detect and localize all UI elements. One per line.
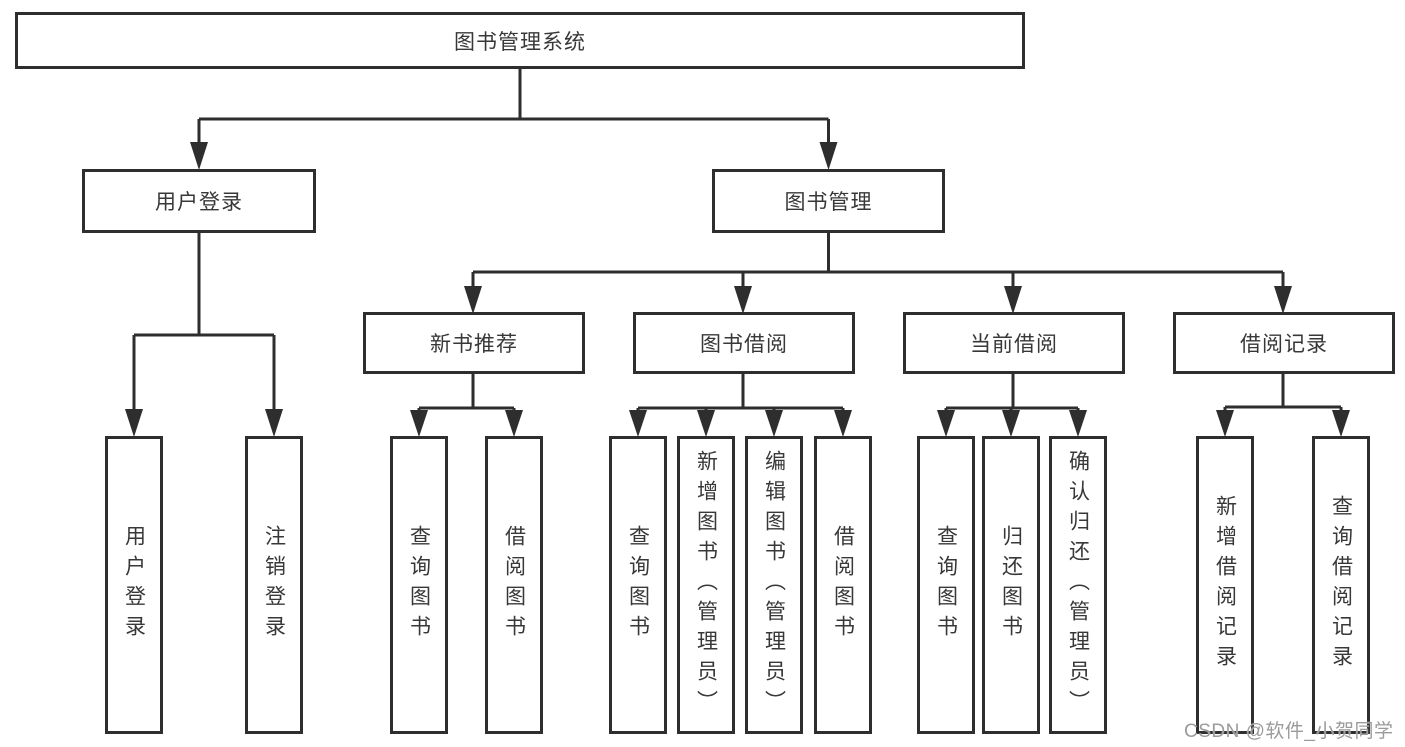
leaf-borrow-books-recommend: 借阅图书 xyxy=(485,436,543,734)
node-borrowing-records: 借阅记录 xyxy=(1173,312,1395,374)
node-book-management-label: 图书管理 xyxy=(784,191,873,214)
node-book-borrowing-label: 图书借阅 xyxy=(700,333,788,356)
leaf-query-books-borrow-label: 查询图书 xyxy=(626,525,650,645)
leaf-borrow-books: 借阅图书 xyxy=(814,436,872,734)
connector-current-borrow-children xyxy=(937,374,1087,437)
leaf-add-books-admin-label: 新增图书（管理员） xyxy=(694,450,718,720)
leaf-borrow-books-recommend-label: 借阅图书 xyxy=(502,525,526,645)
node-book-borrowing: 图书借阅 xyxy=(633,312,855,374)
node-book-management: 图书管理 xyxy=(712,169,945,233)
leaf-query-books-current-label: 查询图书 xyxy=(934,525,958,645)
leaf-user-login: 用户登录 xyxy=(105,436,163,734)
node-current-borrowing: 当前借阅 xyxy=(903,312,1125,374)
connector-borrow-record-children xyxy=(1216,374,1350,437)
leaf-confirm-return-admin-label: 确认归还（管理员） xyxy=(1066,450,1090,720)
leaf-confirm-return-admin: 确认归还（管理员） xyxy=(1049,436,1107,734)
watermark-csdn: CSDN @软件_小贺同学 xyxy=(1184,721,1394,742)
leaf-add-borrow-record: 新增借阅记录 xyxy=(1196,436,1254,734)
leaf-return-books: 归还图书 xyxy=(982,436,1040,734)
leaf-return-books-label: 归还图书 xyxy=(999,525,1023,645)
node-user-login: 用户登录 xyxy=(82,169,316,233)
leaf-logout: 注销登录 xyxy=(245,436,303,734)
connector-user-login-children xyxy=(125,233,283,437)
leaf-query-borrow-record-label: 查询借阅记录 xyxy=(1329,495,1353,675)
node-new-book-recommendation-label: 新书推荐 xyxy=(430,333,518,356)
connector-root-to-level2 xyxy=(190,69,838,170)
leaf-query-books-recommend: 查询图书 xyxy=(390,436,448,734)
node-user-login-label: 用户登录 xyxy=(155,191,243,214)
leaf-user-login-label: 用户登录 xyxy=(122,525,146,645)
node-new-book-recommendation: 新书推荐 xyxy=(363,312,585,374)
leaf-query-books-recommend-label: 查询图书 xyxy=(407,525,431,645)
node-library-management-system-label: 图书管理系统 xyxy=(454,30,586,54)
connector-book-management-children xyxy=(464,233,1292,314)
leaf-borrow-books-label: 借阅图书 xyxy=(831,525,855,645)
connector-book-borrow-children xyxy=(629,374,852,437)
node-borrowing-records-label: 借阅记录 xyxy=(1240,333,1328,356)
connector-new-book-children xyxy=(410,374,523,437)
leaf-logout-label: 注销登录 xyxy=(262,525,286,645)
leaf-query-books-current: 查询图书 xyxy=(917,436,975,734)
leaf-add-books-admin: 新增图书（管理员） xyxy=(677,436,735,734)
leaf-query-books-borrow: 查询图书 xyxy=(609,436,667,734)
node-library-management-system: 图书管理系统 xyxy=(15,12,1025,69)
leaf-add-borrow-record-label: 新增借阅记录 xyxy=(1213,495,1237,675)
leaf-query-borrow-record: 查询借阅记录 xyxy=(1312,436,1370,734)
leaf-edit-books-admin-label: 编辑图书（管理员） xyxy=(762,450,786,720)
node-current-borrowing-label: 当前借阅 xyxy=(970,333,1058,356)
leaf-edit-books-admin: 编辑图书（管理员） xyxy=(745,436,803,734)
